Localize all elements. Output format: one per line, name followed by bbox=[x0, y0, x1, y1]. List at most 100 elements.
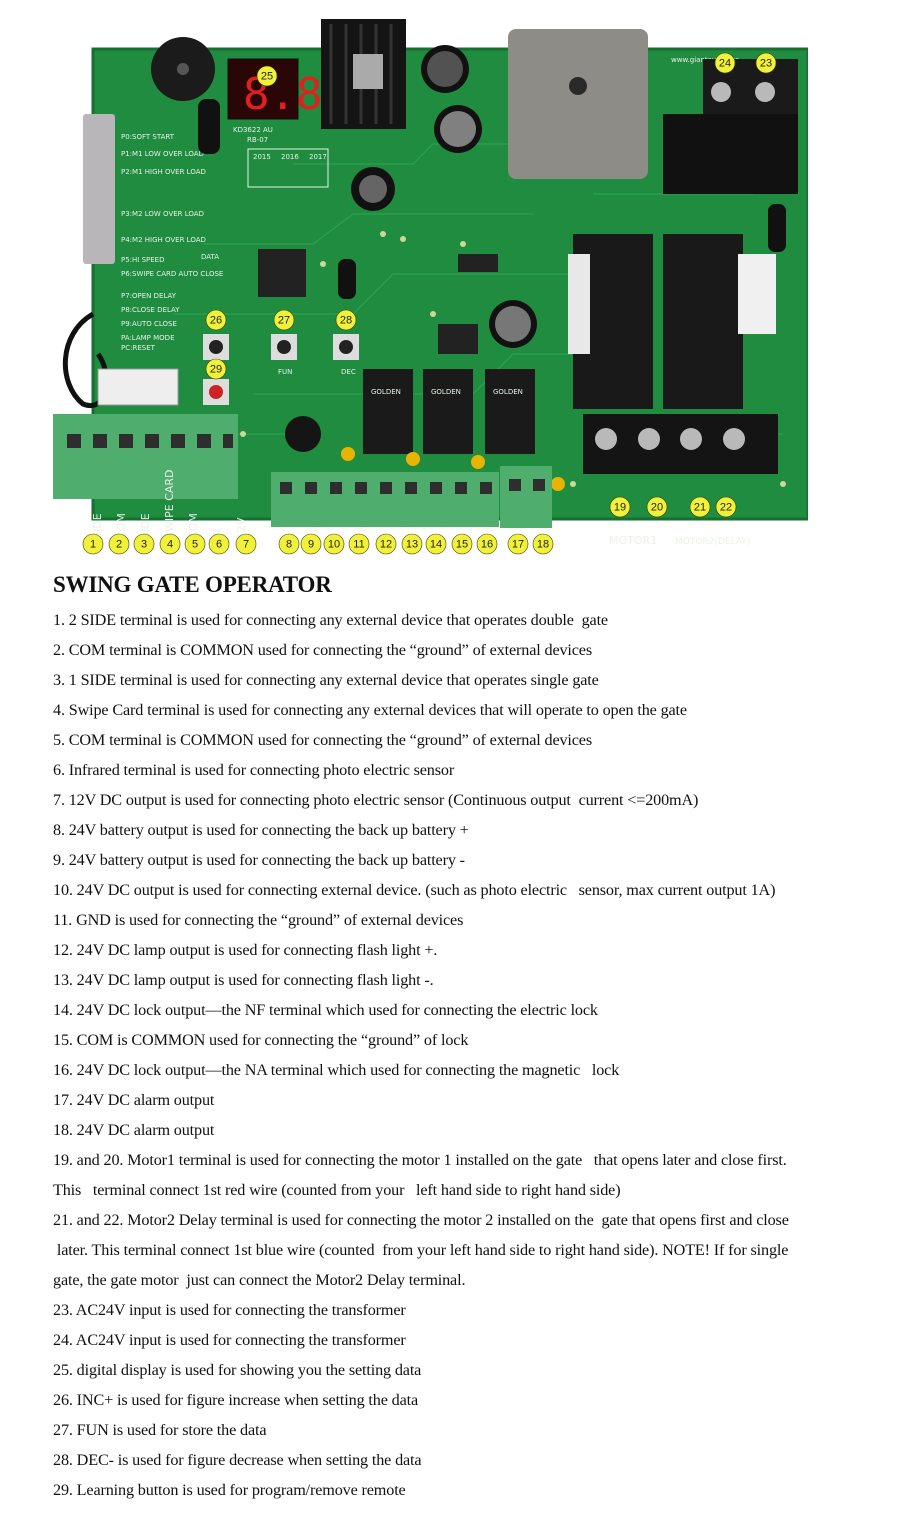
small-relays: GOLDEN GOLDEN GOLDEN bbox=[363, 369, 535, 454]
terminal-label: IR bbox=[211, 528, 224, 539]
callout-circle bbox=[205, 358, 227, 380]
dip-label: P9:AUTO CLOSE bbox=[121, 320, 177, 328]
callout-circle bbox=[375, 533, 397, 555]
callout-number: 10 bbox=[328, 539, 340, 551]
callout-marker: 25 bbox=[256, 65, 278, 87]
callout-marker: 5 bbox=[184, 533, 206, 555]
callout-circle bbox=[278, 533, 300, 555]
callout-number: 14 bbox=[430, 539, 442, 551]
terminal-screws-left bbox=[67, 434, 233, 448]
callout-marker: 14 bbox=[425, 533, 447, 555]
list-item: 23. AC24V input is used for connecting t… bbox=[53, 1301, 406, 1319]
terminal-screw bbox=[533, 479, 545, 491]
dip-label: P8:CLOSE DELAY bbox=[121, 306, 180, 314]
callout-number: 6 bbox=[216, 539, 222, 551]
terminal-block-center bbox=[271, 472, 499, 527]
capacitor bbox=[421, 45, 469, 93]
callout-number: 22 bbox=[720, 502, 732, 514]
capacitor-top bbox=[359, 175, 387, 203]
callout-marker: 27 bbox=[273, 309, 295, 331]
callout-circle bbox=[476, 533, 498, 555]
list-item: 9. 24V battery output is used for connec… bbox=[53, 851, 465, 869]
inductor bbox=[285, 416, 321, 452]
side-connector bbox=[83, 114, 115, 264]
capacitor bbox=[351, 167, 395, 211]
list-item: 15. COM is COMMON used for connecting th… bbox=[53, 1031, 469, 1049]
list-item: later. This terminal connect 1st blue wi… bbox=[53, 1241, 789, 1259]
callout-marker: 1 bbox=[82, 533, 104, 555]
callout-circle bbox=[646, 496, 668, 518]
terminal-label: SWIPE CARD bbox=[163, 469, 176, 539]
year-grid bbox=[247, 148, 329, 188]
regulator-tab bbox=[353, 54, 383, 89]
antenna-plug bbox=[97, 368, 179, 406]
callout-marker: 10 bbox=[323, 533, 345, 555]
callout-marker: 11 bbox=[348, 533, 370, 555]
callout-number: 15 bbox=[456, 539, 468, 551]
list-item: 4. Swipe Card terminal is used for conne… bbox=[53, 701, 687, 719]
list-item: 17. 24V DC alarm output bbox=[53, 1091, 215, 1109]
button-cap-red bbox=[209, 385, 223, 399]
callout-marker: 2 bbox=[108, 533, 130, 555]
year-1: 2015 bbox=[253, 153, 271, 161]
callout-number: 11 bbox=[353, 539, 364, 551]
dec-label: DEC bbox=[341, 368, 356, 376]
callout-circle bbox=[755, 52, 777, 74]
callout-circle bbox=[184, 533, 206, 555]
callout-number: 28 bbox=[340, 315, 352, 327]
callout-circle bbox=[609, 496, 631, 518]
small-relay bbox=[485, 369, 535, 454]
button-cap bbox=[209, 340, 223, 354]
list-item: 14. 24V DC lock output—the NF terminal w… bbox=[53, 1001, 598, 1019]
callout-marker: 13 bbox=[401, 533, 423, 555]
terminal-label: 12V bbox=[235, 517, 248, 539]
callout-circle bbox=[159, 533, 181, 555]
list-item: 8. 24V battery output is used for connec… bbox=[53, 821, 469, 839]
callout-circle bbox=[205, 309, 227, 331]
callout-circle bbox=[273, 309, 295, 331]
list-item: 12. 24V DC lamp output is used for conne… bbox=[53, 941, 438, 959]
list-item: 11. GND is used for connecting the “grou… bbox=[53, 911, 464, 929]
callout-circle bbox=[401, 533, 423, 555]
callout-circle bbox=[208, 533, 230, 555]
callout-number: 29 bbox=[210, 364, 222, 376]
relay-brand: GOLDEN bbox=[431, 388, 461, 396]
callout-circle bbox=[133, 533, 155, 555]
callout-circle bbox=[348, 533, 370, 555]
callout-number: 25 bbox=[261, 71, 273, 83]
dip-label: P3:M2 LOW OVER LOAD bbox=[121, 210, 204, 218]
terminal-description-list: 1. 2 SIDE terminal is used for connectin… bbox=[53, 605, 873, 1505]
dip-label: P0:SOFT START bbox=[121, 133, 175, 141]
small-relay bbox=[423, 369, 473, 454]
callout-circle bbox=[323, 533, 345, 555]
list-item: 28. DEC- is used for figure decrease whe… bbox=[53, 1451, 422, 1469]
list-item: 3. 1 SIDE terminal is used for connectin… bbox=[53, 671, 599, 689]
ic-chip bbox=[458, 254, 498, 272]
callout-number: 2 bbox=[116, 539, 122, 551]
button-cap bbox=[277, 340, 291, 354]
callout-number: 20 bbox=[651, 502, 663, 514]
relay-brand: GOLDEN bbox=[371, 388, 401, 396]
terminal-screw bbox=[509, 479, 521, 491]
year-3: 2017 bbox=[309, 153, 327, 161]
list-item: 26. INC+ is used for figure increase whe… bbox=[53, 1391, 418, 1409]
callout-circle bbox=[715, 496, 737, 518]
callout-circle bbox=[714, 52, 736, 74]
capacitor-top bbox=[427, 51, 463, 87]
callout-marker: 19 bbox=[609, 496, 631, 518]
display-code: KD3622 AU bbox=[233, 126, 273, 134]
callout-marker: 4 bbox=[159, 533, 181, 555]
year-2: 2016 bbox=[281, 153, 299, 161]
fun-label: FUN bbox=[278, 368, 292, 376]
callout-marker: 20 bbox=[646, 496, 668, 518]
terminal-label: COM bbox=[115, 513, 128, 539]
callout-marker: 16 bbox=[476, 533, 498, 555]
list-item: gate, the gate motor just can connect th… bbox=[53, 1271, 466, 1289]
capacitor-small bbox=[768, 204, 786, 252]
list-item: 7. 12V DC output is used for connecting … bbox=[53, 791, 699, 809]
callout-number: 5 bbox=[192, 539, 198, 551]
transformer-block bbox=[508, 29, 648, 179]
buzzer-hole bbox=[177, 63, 189, 75]
terminal-label: SIDE bbox=[139, 513, 152, 539]
